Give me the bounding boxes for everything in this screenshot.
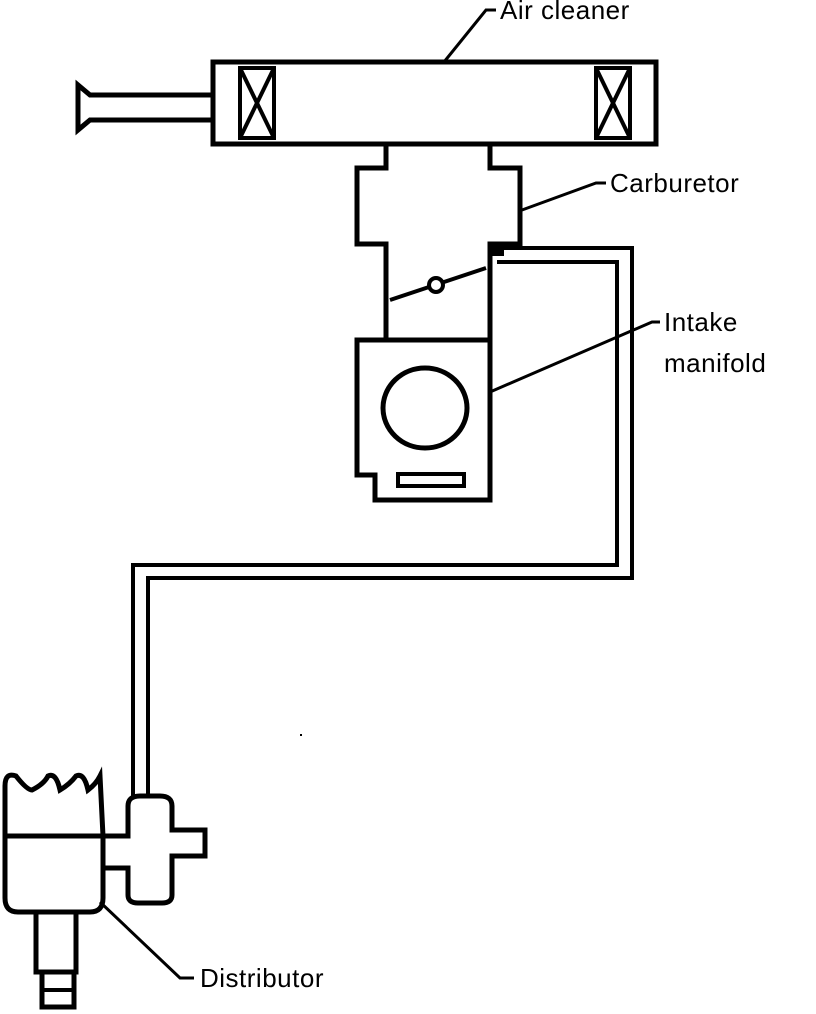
air-cleaner-snorkel: [75, 79, 216, 136]
distributor-shaft-housing: [33, 909, 79, 975]
throttle-shaft: [427, 276, 445, 294]
air-cleaner-housing: [210, 59, 659, 147]
leader-distributor: [98, 900, 194, 980]
intake-manifold: [354, 337, 493, 503]
leader-lines: [98, 8, 660, 980]
leader-intake-manifold: [489, 320, 660, 394]
carburetor-body: [354, 141, 523, 343]
distributor-cap: [2, 766, 106, 839]
vacuum-hose: [131, 246, 634, 795]
air-cleaner-filter-right: [594, 66, 632, 140]
air-cleaner-filter-left: [238, 66, 276, 140]
vacuum-hose-outer: [146, 246, 634, 795]
leader-air-cleaner: [442, 8, 496, 63]
label-intake-manifold-line2: manifold: [664, 348, 766, 378]
air-cleaner: [75, 59, 659, 147]
intake-manifold-port: [380, 365, 470, 451]
label-intake-manifold-line1: Intake: [664, 307, 738, 337]
vacuum-hose-inner: [131, 260, 619, 795]
carburetor: [354, 141, 523, 343]
label-distributor: Distributor: [200, 963, 324, 993]
leader-carburetor: [521, 181, 606, 212]
label-carburetor: Carburetor: [610, 168, 739, 198]
intake-manifold-slot: [396, 472, 466, 488]
label-air-cleaner: Air cleaner: [500, 0, 630, 25]
distributor-shaft-band: [40, 988, 76, 992]
distributor: [2, 766, 208, 1010]
distributor-body: [2, 833, 106, 915]
scan-speck: [300, 734, 302, 736]
distributor-vacuum-advance-unit: [100, 793, 208, 906]
